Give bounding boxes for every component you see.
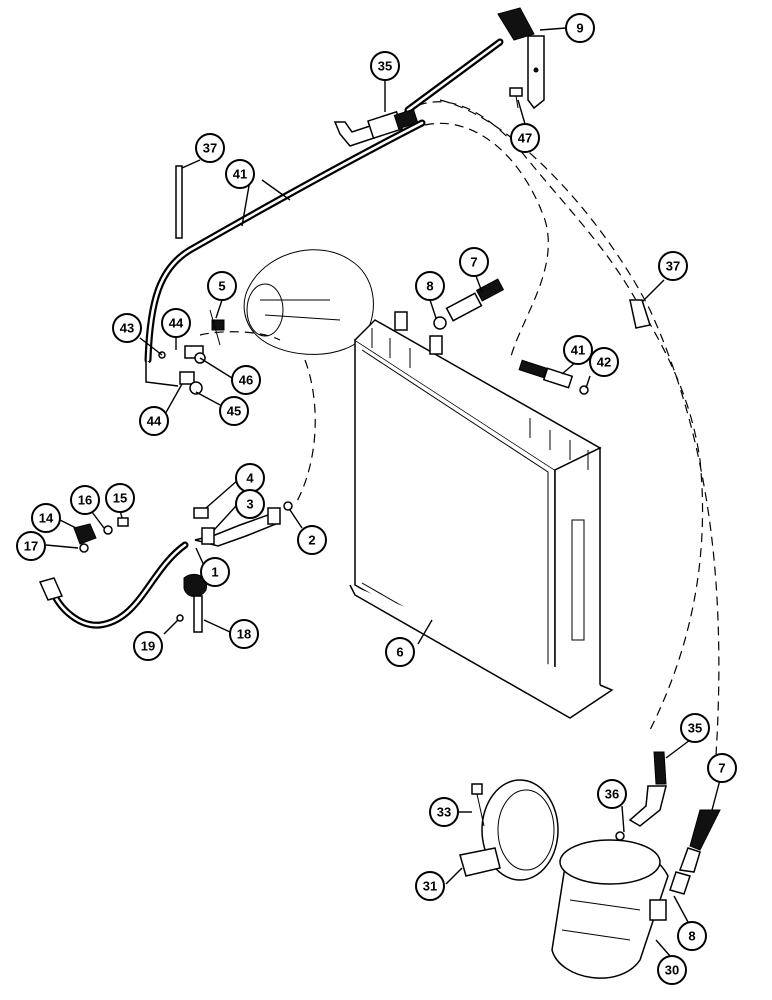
rod-37-left	[175, 165, 183, 239]
callout-1: 1	[200, 557, 230, 587]
callout-8-upper: 8	[415, 271, 445, 301]
leader-lines	[45, 27, 721, 957]
callout-6: 6	[385, 637, 415, 667]
callout-36: 36	[597, 779, 627, 809]
top-hose-41	[144, 38, 504, 387]
callout-41: 41	[225, 159, 255, 189]
svg-text:19: 19	[141, 639, 155, 654]
bracket-9	[497, 7, 545, 110]
svg-text:3: 3	[246, 497, 253, 512]
svg-text:16: 16	[78, 493, 92, 508]
svg-text:35: 35	[688, 721, 702, 736]
fitting-7-8-lower	[669, 809, 721, 895]
callout-19: 19	[133, 631, 163, 661]
svg-text:15: 15	[113, 491, 127, 506]
callout-17: 17	[16, 531, 46, 561]
callout-8-lower: 8	[677, 921, 707, 951]
svg-text:42: 42	[597, 355, 611, 370]
svg-text:47: 47	[518, 131, 532, 146]
condenser-6	[349, 311, 614, 719]
callout-15: 15	[105, 483, 135, 513]
callout-2: 2	[297, 525, 327, 555]
callout-44-top: 44	[161, 308, 191, 338]
svg-text:36: 36	[605, 787, 619, 802]
svg-text:41: 41	[571, 343, 585, 358]
svg-text:17: 17	[24, 539, 38, 554]
svg-text:30: 30	[665, 963, 679, 978]
compressor	[243, 249, 374, 355]
callout-33: 33	[429, 797, 459, 827]
callout-3: 3	[235, 489, 265, 519]
svg-text:43: 43	[120, 321, 134, 336]
svg-text:44: 44	[169, 316, 184, 331]
svg-text:5: 5	[218, 279, 225, 294]
clamp-group-left	[73, 517, 129, 553]
svg-text:8: 8	[426, 279, 433, 294]
svg-text:9: 9	[576, 21, 583, 36]
callout-31: 31	[415, 871, 445, 901]
callout-14: 14	[31, 503, 61, 533]
fitting-35-lower	[628, 751, 667, 827]
callout-4: 4	[235, 463, 265, 493]
fitting-35-top	[333, 108, 419, 147]
callout-35: 35	[370, 51, 400, 81]
svg-text:31: 31	[423, 879, 437, 894]
bolt-33	[471, 783, 485, 827]
svg-text:33: 33	[437, 805, 451, 820]
svg-text:45: 45	[227, 404, 241, 419]
callout-30: 30	[657, 955, 687, 985]
callout-7-lower: 7	[707, 753, 737, 783]
svg-text:18: 18	[237, 627, 251, 642]
lower-hose-1	[38, 501, 293, 629]
callout-46: 46	[231, 365, 261, 395]
fitting-7-8-upper	[433, 278, 505, 330]
callout-47: 47	[510, 123, 540, 153]
callout-45: 45	[219, 396, 249, 426]
callout-16: 16	[70, 485, 100, 515]
clamp-31	[459, 779, 559, 881]
svg-text:7: 7	[718, 761, 725, 776]
svg-text:4: 4	[246, 471, 254, 486]
callout-37: 37	[195, 133, 225, 163]
fitting-41-42-right	[518, 359, 589, 395]
fitting-group-left	[158, 309, 225, 395]
callout-37-right: 37	[658, 251, 688, 281]
svg-text:37: 37	[203, 141, 217, 156]
bolt-47	[509, 87, 523, 109]
svg-text:6: 6	[396, 645, 403, 660]
callout-41-right: 41	[563, 335, 593, 365]
svg-text:35: 35	[378, 59, 392, 74]
svg-text:46: 46	[239, 373, 253, 388]
svg-text:1: 1	[211, 565, 218, 580]
callout-7-upper: 7	[459, 247, 489, 277]
callout-43: 43	[112, 313, 142, 343]
receiver-drier-30	[551, 831, 669, 979]
spring-18-19	[176, 574, 208, 633]
callout-9: 9	[565, 13, 595, 43]
clip-37-right	[629, 299, 651, 329]
svg-text:8: 8	[688, 929, 695, 944]
svg-text:44: 44	[147, 414, 162, 429]
svg-text:14: 14	[39, 511, 54, 526]
callout-5: 5	[207, 271, 237, 301]
callout-42: 42	[589, 347, 619, 377]
svg-text:37: 37	[666, 259, 680, 274]
callout-35-lower: 35	[680, 713, 710, 743]
svg-text:2: 2	[308, 533, 315, 548]
svg-text:41: 41	[233, 167, 247, 182]
callout-18: 18	[229, 619, 259, 649]
callout-44-bottom: 44	[139, 406, 169, 436]
svg-text:7: 7	[470, 255, 477, 270]
